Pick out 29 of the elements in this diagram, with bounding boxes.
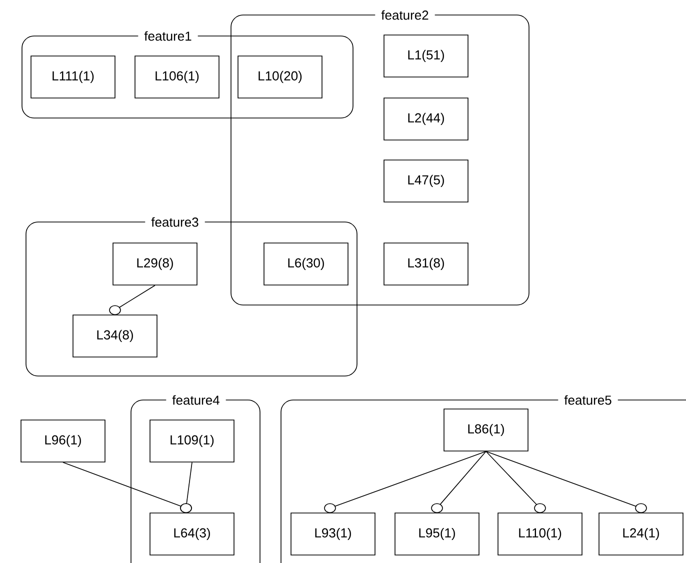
connector bbox=[486, 451, 546, 513]
label-box: L10(20) bbox=[238, 56, 322, 98]
label-box: L31(8) bbox=[384, 242, 468, 286]
label-box: L111(1) bbox=[30, 56, 116, 98]
label-box: L106(1) bbox=[134, 56, 220, 98]
group-title: feature5 bbox=[558, 394, 618, 406]
label-box: L86(1) bbox=[444, 408, 528, 452]
label-box: L34(8) bbox=[72, 314, 158, 358]
label-box: L96(1) bbox=[20, 420, 106, 462]
group-title: feature2 bbox=[375, 9, 435, 21]
connector bbox=[180, 462, 192, 513]
label-box: L110(1) bbox=[498, 512, 582, 556]
group-title: feature4 bbox=[166, 394, 226, 406]
label-box: L95(1) bbox=[394, 512, 480, 556]
label-box: L109(1) bbox=[150, 420, 234, 462]
connector bbox=[431, 451, 486, 513]
label-box: L6(30) bbox=[264, 242, 348, 286]
connector bbox=[324, 451, 486, 513]
connector bbox=[109, 285, 156, 315]
label-box: L1(51) bbox=[384, 34, 468, 78]
connector bbox=[486, 451, 647, 513]
label-box: L29(8) bbox=[112, 242, 198, 286]
label-box: L64(3) bbox=[150, 512, 234, 556]
group-title: feature3 bbox=[145, 216, 205, 228]
label-box: L2(44) bbox=[384, 98, 468, 140]
label-box: L93(1) bbox=[290, 512, 376, 556]
group-title: feature1 bbox=[138, 30, 198, 42]
label-box: L47(5) bbox=[384, 160, 468, 202]
label-box: L24(1) bbox=[598, 512, 684, 556]
